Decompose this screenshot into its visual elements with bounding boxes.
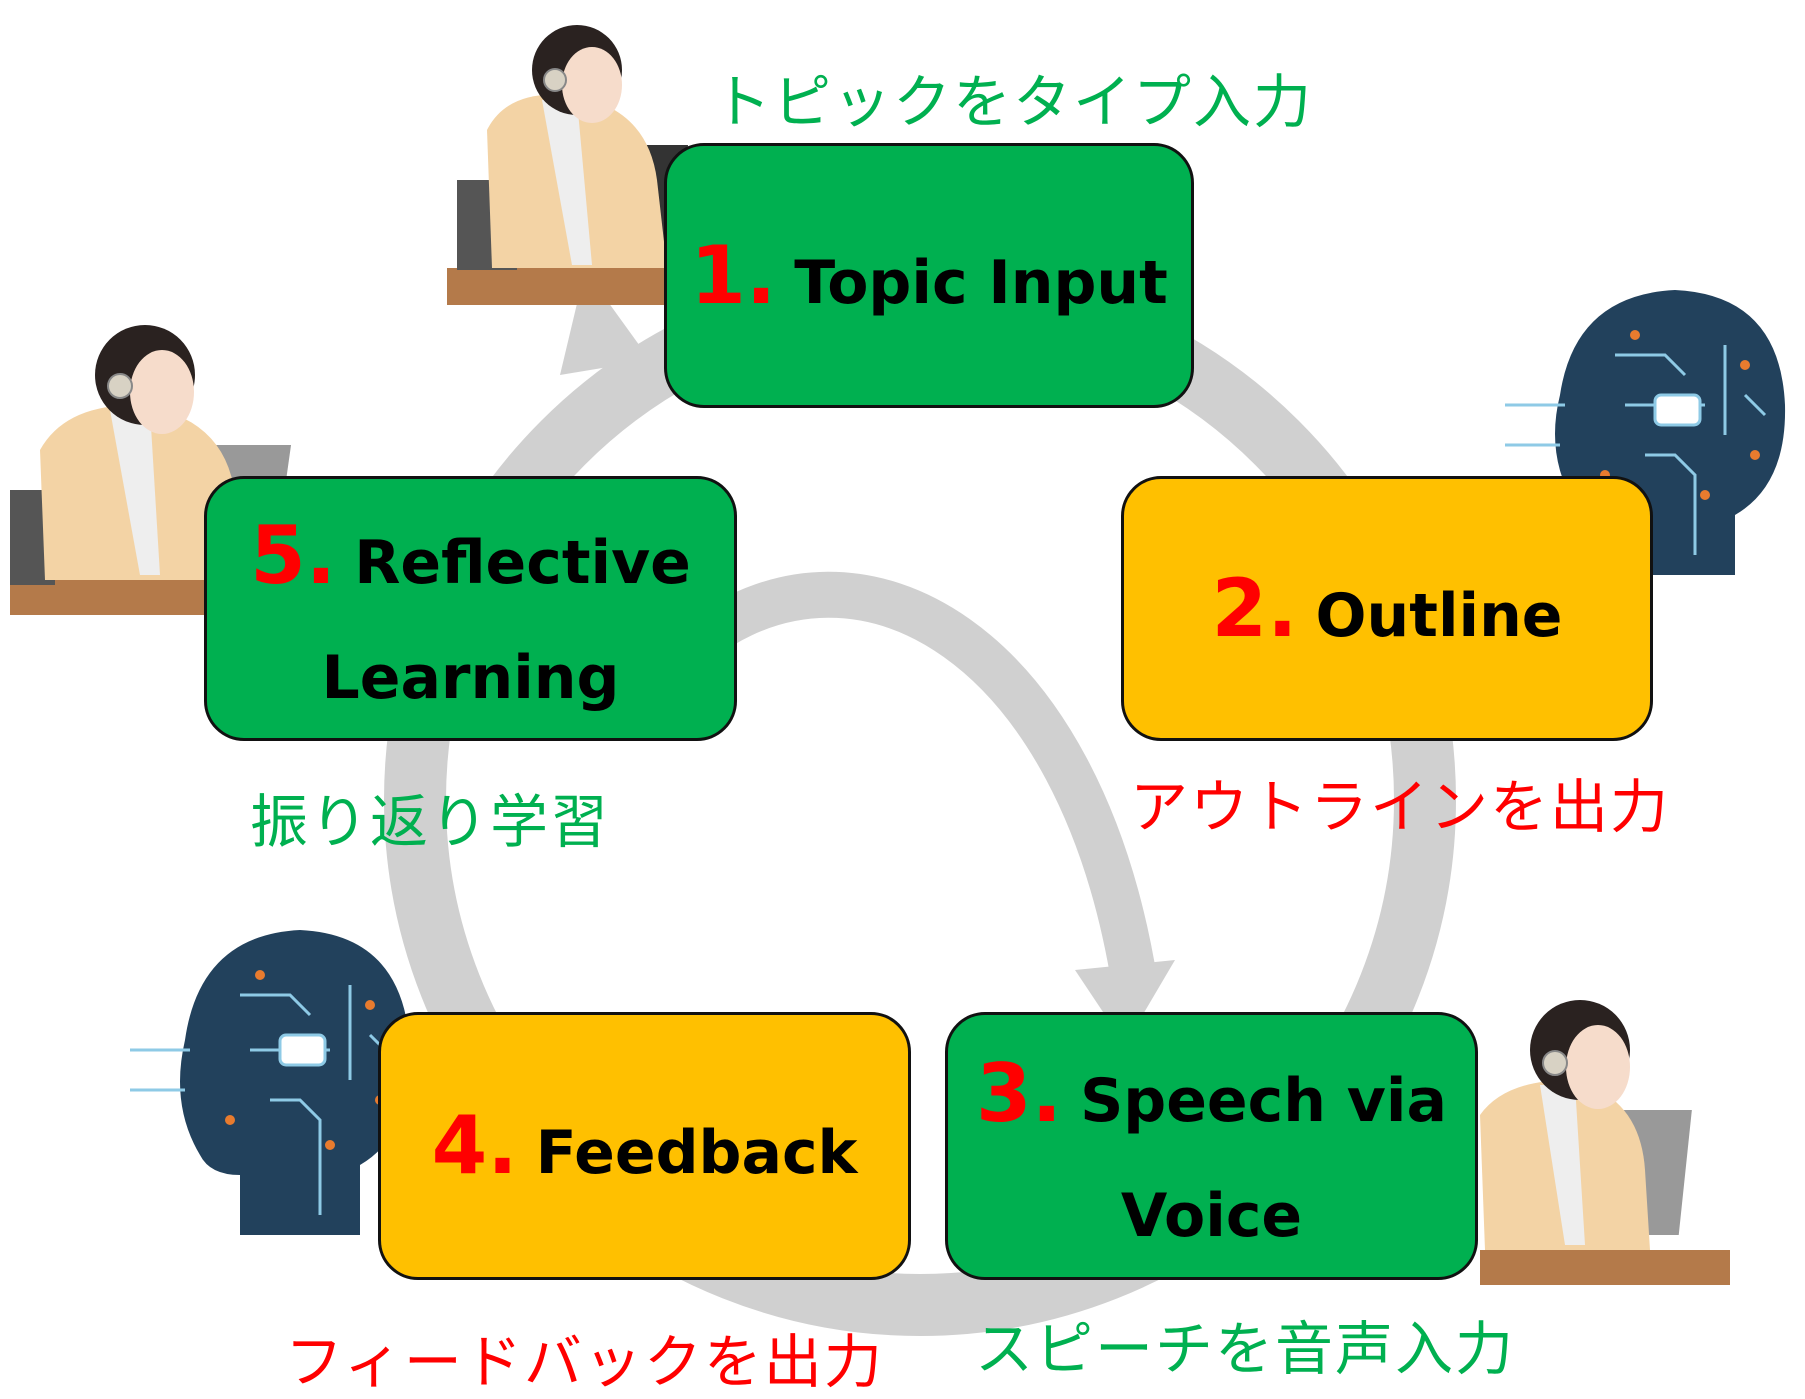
step-label-line2: Voice — [1120, 1180, 1303, 1251]
step-number: 2. — [1211, 561, 1298, 655]
step-label-line1: Speech via — [1080, 1065, 1447, 1136]
inner-arrowhead — [1075, 960, 1175, 1045]
step-box-speech-via-voice: 3. Speech via Voice — [945, 1012, 1478, 1280]
step-caption-topic-input: トピックをタイプ入力 — [713, 68, 1314, 136]
step-label-line2: Learning — [321, 643, 620, 713]
step-caption-outline: アウトラインを出力 — [1130, 773, 1671, 841]
inner-curved-arrow — [686, 571, 1158, 989]
step-label: Topic Input — [794, 247, 1168, 318]
step-box-outline: 2. Outline — [1121, 476, 1653, 741]
ai-circuit-head-illustration — [130, 930, 411, 1235]
step-box-reflective-learning: 5. Reflective Learning — [204, 476, 737, 741]
step-label-line1: Reflective — [354, 528, 691, 598]
step-box-topic-input: 1. Topic Input — [664, 143, 1194, 408]
student-typing-illustration — [447, 25, 712, 305]
step-label: Feedback — [535, 1118, 858, 1188]
step-number: 1. — [690, 228, 777, 322]
step-number: 5. — [250, 509, 337, 602]
step-box-feedback: 4. Feedback — [378, 1012, 911, 1280]
step-label: Outline — [1315, 580, 1563, 651]
student-typing-illustration — [1480, 1000, 1730, 1285]
step-caption-reflective-learning: 振り返り学習 — [250, 788, 611, 856]
step-number: 3. — [976, 1046, 1063, 1140]
step-caption-speech: スピーチを音声入力 — [975, 1315, 1516, 1383]
step-number: 4. — [431, 1099, 518, 1192]
step-caption-feedback: フィードバックを出力 — [285, 1328, 884, 1396]
